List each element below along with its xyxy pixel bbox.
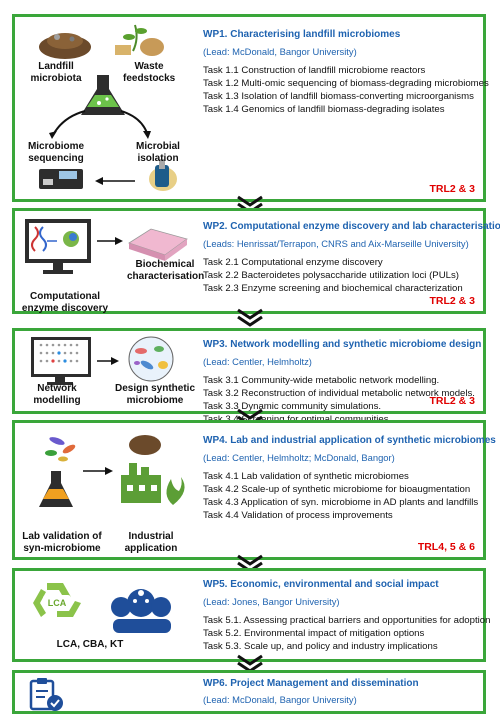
well-plate-icon bbox=[128, 228, 188, 261]
recycle-lca-icon bbox=[33, 583, 81, 617]
wp2-task: Task 2.1 Computational enzyme discovery bbox=[203, 257, 383, 268]
wp2-trl: TRL2 & 3 bbox=[429, 295, 475, 307]
wp2-box: Biochemical characterisation Computation… bbox=[12, 208, 500, 314]
wp1-illustration bbox=[39, 24, 177, 191]
wp4-box: Lab validation of syn-microbiome Industr… bbox=[12, 420, 496, 560]
wp4-text: WP4. Lab and industrial application of s… bbox=[203, 435, 496, 522]
syn-microbiome-cells-icon bbox=[45, 437, 76, 462]
wp3-text: WP3. Network modelling and synthetic mic… bbox=[203, 339, 482, 426]
label-biochemical-characterisation: Biochemical characterisation bbox=[127, 259, 205, 282]
wp2-illustration bbox=[25, 219, 188, 274]
wp1-task: Task 1.2 Multi-omic sequencing of biomas… bbox=[203, 78, 489, 89]
people-network-icon bbox=[111, 589, 171, 633]
wp1-lead: (Lead: McDonald, Bangor University) bbox=[203, 46, 357, 57]
sequencer-icon bbox=[39, 169, 83, 189]
wp5-lead: (Lead: Jones, Bangor University) bbox=[203, 596, 340, 607]
wp4-task: Task 4.2 Scale-up of synthetic microbiom… bbox=[203, 484, 471, 495]
microbiome-petri-icon bbox=[128, 336, 174, 382]
computer-icon bbox=[25, 219, 91, 274]
wp5-title: WP5. Economic, environmental and social … bbox=[203, 579, 439, 590]
wp1-task: Task 1.1 Construction of landfill microb… bbox=[203, 65, 426, 76]
chevron-down-icon bbox=[237, 308, 263, 327]
label-lab-validation: Lab validation of syn-microbiome bbox=[22, 531, 102, 554]
wp6-text: WP6. Project Management and disseminatio… bbox=[203, 678, 475, 712]
wp3-trl: TRL2 & 3 bbox=[429, 395, 475, 407]
label-landfill-microbiota: Landfill microbiota bbox=[30, 61, 82, 84]
wp4-illustration bbox=[39, 435, 185, 507]
wp5-task: Task 5.3. Scale up, and policy and indus… bbox=[203, 641, 438, 652]
label-microbial-isolation: Microbial isolation bbox=[136, 141, 180, 164]
label-lca-cba-kt: LCA, CBA, KT bbox=[56, 639, 124, 650]
wp1-title: WP1. Characterising landfill microbiomes bbox=[203, 29, 401, 40]
wp2-task: Task 2.3 Enzyme screening and biochemica… bbox=[203, 283, 463, 294]
clipboard-check-icon bbox=[29, 678, 63, 711]
wp2-lead: (Leads: Henrissat/Terrapon, CNRS and Aix… bbox=[203, 238, 469, 249]
wp1-text: WP1. Characterising landfill microbiomes… bbox=[203, 29, 489, 116]
wp6-lead: (Lead: McDonald, Bangor University) bbox=[203, 694, 357, 705]
wp4-task: Task 4.4 Validation of process improveme… bbox=[203, 510, 393, 521]
wp3-lead: (Lead: Centler, Helmholtz) bbox=[203, 356, 312, 367]
wp3-task: Task 3.3 Dynamic community simulations. bbox=[203, 401, 382, 412]
wp2-text: WP2. Computational enzyme discovery and … bbox=[203, 221, 500, 295]
wp5-box: LCA LCA, CBA, KT WP5. Economic, environm… bbox=[12, 568, 491, 662]
wp5-task: Task 5.1. Assessing practical barriers a… bbox=[203, 615, 491, 626]
lab-flask-icon bbox=[39, 471, 73, 507]
industrial-plant-icon bbox=[121, 435, 185, 505]
wp4-task: Task 4.3 Application of syn. microbiome … bbox=[203, 497, 479, 508]
wp6-box: WP6. Project Management and disseminatio… bbox=[12, 670, 486, 714]
wp4-lead: (Lead: Centler, Helmholtz; McDonald, Ban… bbox=[203, 452, 395, 463]
wp2-title: WP2. Computational enzyme discovery and … bbox=[203, 221, 500, 232]
network-computer-icon bbox=[31, 337, 91, 385]
lca-icon-label: LCA bbox=[48, 598, 67, 608]
landfill-microbiota-icon bbox=[39, 33, 91, 59]
wp3-illustration bbox=[31, 336, 174, 385]
wp4-trl: TRL4, 5 & 6 bbox=[417, 541, 475, 553]
label-computational-enzyme-discovery: Computational enzyme discovery bbox=[21, 291, 109, 314]
wp1-task: Task 1.3 Isolation of landfill biomass-c… bbox=[203, 91, 474, 102]
wp3-task: Task 3.2 Reconstruction of individual me… bbox=[203, 388, 475, 399]
wp3-task: Task 3.4 Screening for optimal communiti… bbox=[203, 413, 475, 426]
wp4-task: Task 4.1 Lab validation of synthetic mic… bbox=[203, 471, 409, 482]
isolation-icon bbox=[149, 159, 177, 191]
wp1-trl: TRL2 & 3 bbox=[429, 183, 475, 195]
wp3-task: Task 3.1 Community-wide metabolic networ… bbox=[203, 375, 440, 386]
wp5-illustration: LCA bbox=[33, 583, 171, 633]
wp1-box: Landfill microbiota Waste feedstocks Mic… bbox=[12, 14, 489, 202]
wp1-task: Task 1.4 Genomics of landfill biomass-de… bbox=[203, 104, 445, 115]
waste-feedstocks-icon bbox=[115, 24, 164, 56]
wp6-title: WP6. Project Management and disseminatio… bbox=[203, 678, 419, 689]
flask-icon bbox=[81, 75, 125, 115]
label-design-synthetic-microbiome: Design synthetic microbiome bbox=[114, 383, 196, 406]
arrow-to-isolation bbox=[120, 110, 148, 134]
wp4-title: WP4. Lab and industrial application of s… bbox=[203, 435, 496, 446]
arrow-to-sequencing bbox=[52, 110, 86, 136]
wp5-task: Task 5.2. Environmental impact of mitiga… bbox=[203, 628, 425, 639]
wp3-title: WP3. Network modelling and synthetic mic… bbox=[203, 339, 482, 350]
wp3-box: Network modelling Design synthetic micro… bbox=[12, 328, 486, 425]
wp5-text: WP5. Economic, environmental and social … bbox=[203, 579, 491, 653]
label-network-modelling: Network modelling bbox=[33, 383, 81, 406]
label-waste-feedstocks: Waste feedstocks bbox=[123, 61, 176, 84]
wp2-task: Task 2.2 Bacteroidetes polysaccharide ut… bbox=[203, 270, 459, 281]
label-microbiome-sequencing: Microbiome sequencing bbox=[27, 141, 85, 164]
label-industrial-application: Industrial application bbox=[124, 531, 178, 554]
